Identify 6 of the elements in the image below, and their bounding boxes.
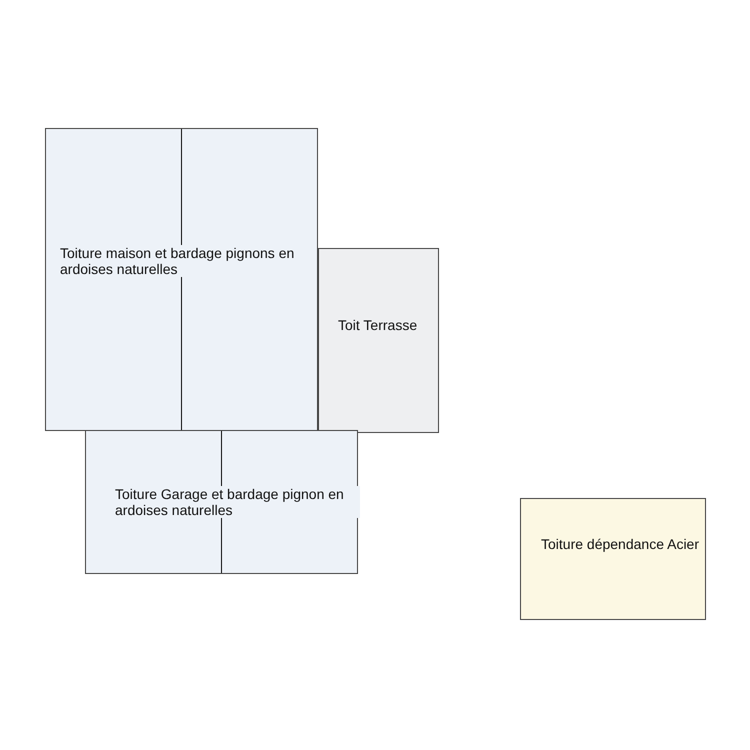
roof-label: Toiture dépendance Acier	[541, 536, 701, 552]
roof-area	[318, 248, 439, 433]
roof-area	[85, 430, 358, 574]
roof-area	[520, 498, 706, 620]
roof-label: Toiture Garage et bardage pignon en ardoises naturelles	[115, 486, 360, 518]
roof-area	[45, 128, 318, 431]
